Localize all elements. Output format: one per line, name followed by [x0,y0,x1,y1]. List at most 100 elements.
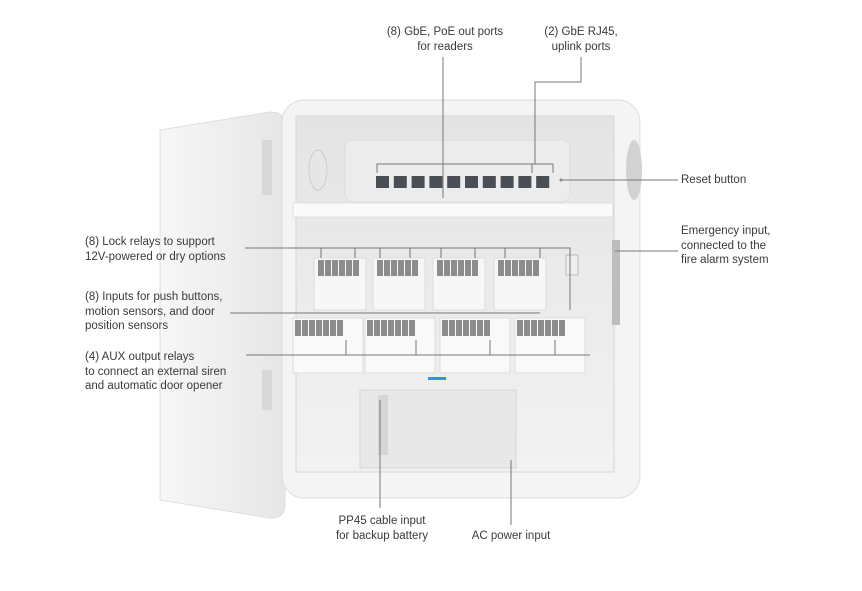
label-line: connected to the [681,239,767,252]
terminal-block [309,320,315,336]
terminal-block [339,260,345,276]
terminal-block [519,260,525,276]
terminal-block [409,320,415,336]
terminal-block [323,320,329,336]
terminal-block [456,320,462,336]
poe-port [393,176,407,188]
shelf [292,202,614,218]
door-hinge-bottom [262,370,272,410]
terminal-block [526,260,532,276]
poe-port [500,176,514,188]
uplink-port [518,176,532,188]
terminal-block [402,320,408,336]
terminal-block [505,260,511,276]
terminal-block [512,260,518,276]
terminal-block [531,320,537,336]
label-reset-button: Reset button [681,174,747,186]
poe-port [376,176,389,188]
terminal-block [325,260,331,276]
terminal-block [449,320,455,336]
terminal-block [524,320,530,336]
terminal-block [458,260,464,276]
terminal-block [337,320,343,336]
terminal-block [353,260,359,276]
terminal-block [517,320,523,336]
label-ac-power: AC power input [471,530,551,542]
label-line: and automatic door opener [85,380,223,392]
status-led [428,377,446,380]
terminal-block [545,320,551,336]
terminal-block [374,320,380,336]
terminal-block [451,260,457,276]
poe-port [465,176,478,188]
terminal-block [367,320,373,336]
terminal-block [538,320,544,336]
label-uplink-ports: (2) GbE RJ45, uplink ports [531,25,631,54]
label-line: (8) GbE, PoE out ports [386,26,504,38]
label-line: (2) GbE RJ45, [544,26,618,38]
network-panel [344,139,571,203]
terminal-block [330,320,336,336]
label-line: uplink ports [551,40,611,53]
terminal-block [472,260,478,276]
terminal-block [377,260,383,276]
label-pp45-input: PP45 cable input for backup battery [322,514,442,543]
knockout [308,149,328,191]
label-line: fire alarm system [681,254,769,266]
label-line: 12V-powered or dry options [85,250,226,263]
label-line: (8) Inputs for push buttons, [85,291,223,303]
terminal-block [412,260,418,276]
door-hinge-top [262,140,272,195]
side-latch [612,240,620,325]
terminal-block [463,320,469,336]
open-door [159,111,286,519]
terminal-block [398,260,404,276]
poe-port [429,176,443,188]
terminal-block [442,320,448,336]
terminal-block [388,320,394,336]
label-line: (4) AUX output relays [85,351,195,363]
label-line: motion sensors, and door [85,305,215,318]
label-line: for readers [417,40,473,53]
side-cable-hole [626,140,642,200]
terminal-block [395,320,401,336]
terminal-block [332,260,338,276]
terminal-block [559,320,565,336]
poe-port [447,176,461,188]
terminal-block [384,260,390,276]
terminal-block [391,260,397,276]
terminal-block [302,320,308,336]
label-line: PP45 cable input [338,515,426,527]
poe-port [411,176,425,188]
label-line: position sensors [85,320,169,332]
terminal-block [465,260,471,276]
uplink-port [536,176,550,188]
terminal-block [470,320,476,336]
terminal-block [346,260,352,276]
reset-button [559,178,563,182]
label-line: (8) Lock relays to support [85,236,215,248]
label-lock-relays: (8) Lock relays to support 12V-powered or… [85,235,226,264]
terminal-block [477,320,483,336]
poe-port [482,176,496,188]
leader-lines [230,57,678,525]
label-poe-ports: (8) GbE, PoE out ports for readers [365,25,525,54]
label-emergency-input: Emergency input, connected to the fire ala… [681,224,771,268]
label-line: Emergency input, [681,225,771,237]
label-aux-relays: (4) AUX output relays to connect an exter… [85,350,226,394]
terminal-block [444,260,450,276]
emergency-input-connector [565,254,579,276]
terminal-block [316,320,322,336]
terminal-block [405,260,411,276]
terminal-block [318,260,324,276]
label-line: for backup battery [335,529,429,542]
terminal-block [381,320,387,336]
label-inputs: (8) Inputs for push buttons, motion senso… [85,290,222,334]
terminal-block [498,260,504,276]
label-line: to connect an external siren [85,365,227,378]
terminal-block [437,260,443,276]
terminal-block [484,320,490,336]
terminal-block [533,260,539,276]
